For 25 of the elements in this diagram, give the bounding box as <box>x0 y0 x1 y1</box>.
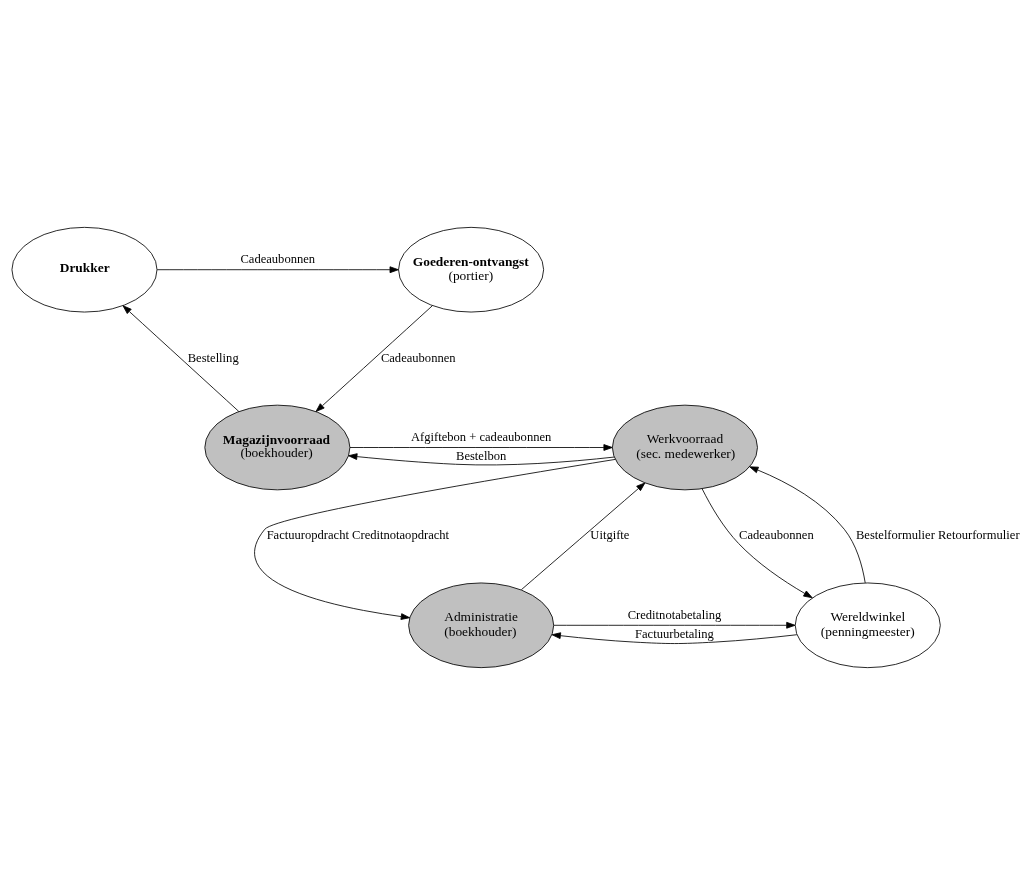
arrow <box>521 482 646 590</box>
edge-label: Cadeaubonnen <box>739 527 814 542</box>
edge-label: Factuuropdracht Creditnotaopdracht <box>266 527 450 542</box>
arrow <box>348 452 615 465</box>
arrow <box>749 465 866 583</box>
arrow <box>349 443 613 451</box>
edge-label: Cadeaubonnen <box>380 350 456 365</box>
arrow <box>551 631 798 644</box>
arrow <box>553 621 796 629</box>
arrow <box>156 265 399 273</box>
edge-label: Bestelformulier Retourformulier <box>855 527 1020 542</box>
node-ellipse: Administratie (boekhouder) <box>408 582 555 668</box>
edge-label: Uitgifte <box>590 527 630 542</box>
node-ellipse: Goederen-ontvangst (portier) <box>398 226 545 312</box>
arrow <box>122 304 240 412</box>
edge-label: Afgiftebon + cadeaubonnen <box>410 429 552 444</box>
arrow <box>315 304 433 412</box>
node-ellipse: Wereldwinkel (penningmeester) <box>794 582 941 668</box>
edge-label: Bestelling <box>187 350 239 365</box>
arrow <box>701 487 813 598</box>
edge-label: Factuurbetaling <box>635 626 714 641</box>
edge-label: Creditnotabetaling <box>627 607 722 622</box>
arrow <box>254 458 616 620</box>
edge-label: Bestelbon <box>456 448 507 463</box>
edge-label: Cadeaubonnen <box>240 251 316 266</box>
